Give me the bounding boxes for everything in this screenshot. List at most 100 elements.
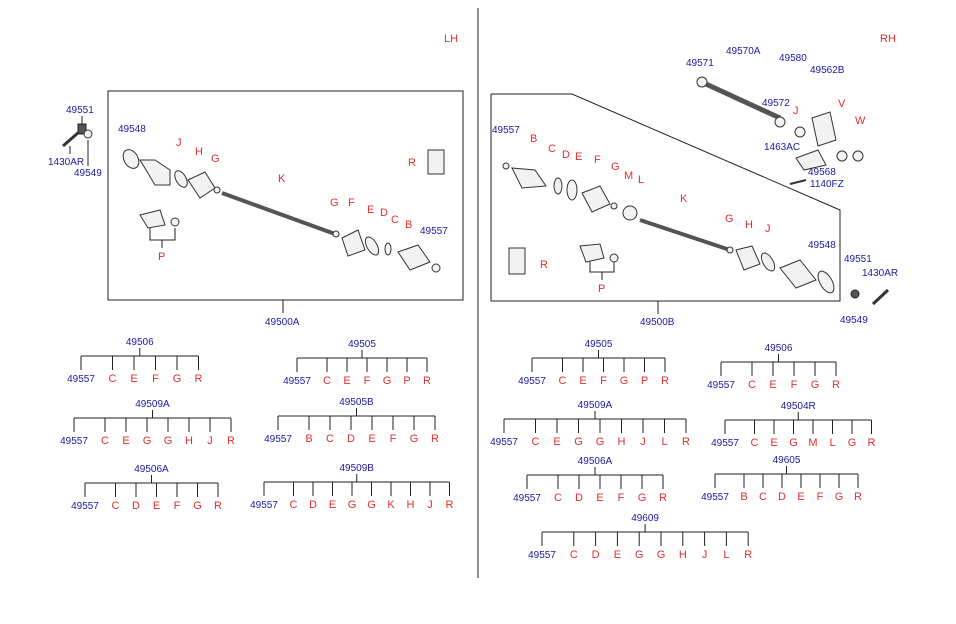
kit-item[interactable]: R: [431, 433, 439, 445]
kit-item[interactable]: F: [174, 500, 181, 512]
kit-item[interactable]: R: [682, 436, 690, 448]
kit-item[interactable]: G: [848, 437, 857, 449]
kit-item[interactable]: 49557: [518, 376, 546, 387]
kit-item[interactable]: E: [153, 500, 160, 512]
kit-item[interactable]: G: [383, 375, 392, 387]
kit-item[interactable]: C: [570, 549, 578, 561]
kit-item[interactable]: G: [143, 435, 152, 447]
lh-callout-E[interactable]: E: [367, 204, 374, 216]
rh-ext-W[interactable]: W: [855, 115, 866, 127]
kit-item[interactable]: G: [193, 500, 202, 512]
rh-callout-P[interactable]: P: [598, 283, 605, 295]
kit-item[interactable]: P: [641, 375, 648, 387]
kit-item[interactable]: L: [723, 549, 729, 561]
rh-ext-49571[interactable]: 49571: [686, 58, 714, 69]
kit-item[interactable]: E: [122, 435, 129, 447]
rh-ext-J[interactable]: J: [793, 105, 799, 117]
kit-item[interactable]: 49557: [264, 434, 292, 445]
kit-item[interactable]: E: [596, 492, 603, 504]
kit-item[interactable]: G: [596, 436, 605, 448]
kit-item[interactable]: D: [778, 491, 786, 503]
kit-item[interactable]: G: [638, 492, 647, 504]
kit-number[interactable]: 49506: [765, 343, 793, 354]
kit-item[interactable]: R: [214, 500, 222, 512]
rh-callout-M[interactable]: M: [624, 170, 633, 182]
kit-item[interactable]: 49557: [490, 437, 518, 448]
rh-ext-1463AC[interactable]: 1463AC: [764, 142, 800, 153]
kit-item[interactable]: L: [661, 436, 667, 448]
rh-ext-49568[interactable]: 49568: [808, 167, 836, 178]
kit-number[interactable]: 49505: [585, 339, 613, 350]
kit-item[interactable]: F: [600, 375, 607, 387]
kit-item[interactable]: E: [769, 379, 776, 391]
kit-item[interactable]: G: [811, 379, 820, 391]
rh-assembly-number[interactable]: 49500B: [640, 317, 675, 328]
kit-item[interactable]: 49557: [707, 380, 735, 391]
kit-item[interactable]: 49557: [711, 438, 739, 449]
lh-callout-J[interactable]: J: [176, 137, 182, 149]
lh-callout-H[interactable]: H: [195, 146, 203, 158]
rh-ext-49570A[interactable]: 49570A: [726, 46, 761, 57]
lh-callout-G2[interactable]: G: [330, 197, 339, 209]
kit-item[interactable]: J: [702, 549, 708, 561]
kit-item[interactable]: F: [152, 373, 159, 385]
rh-callout-E[interactable]: E: [575, 151, 582, 163]
rh-callout-G2[interactable]: G: [725, 213, 734, 225]
kit-item[interactable]: E: [614, 549, 621, 561]
rh-callout-H[interactable]: H: [745, 219, 753, 231]
lh-ext-1430AR[interactable]: 1430AR: [48, 157, 84, 168]
rh-ext-1140FZ[interactable]: 1140FZ: [810, 179, 844, 190]
kit-item[interactable]: D: [309, 499, 317, 511]
lh-callout-49548[interactable]: 49548: [118, 124, 146, 135]
rh-ext-V[interactable]: V: [838, 98, 846, 110]
lh-ext-49549[interactable]: 49549: [74, 168, 102, 179]
kit-item[interactable]: G: [620, 375, 629, 387]
kit-item[interactable]: 49557: [283, 376, 311, 387]
kit-item[interactable]: B: [305, 433, 312, 445]
lh-callout-D[interactable]: D: [380, 207, 388, 219]
kit-item[interactable]: E: [368, 433, 375, 445]
kit-item[interactable]: L: [829, 437, 835, 449]
rh-callout-G1[interactable]: G: [611, 161, 620, 173]
kit-item[interactable]: 49557: [528, 550, 556, 561]
kit-item[interactable]: 49557: [71, 501, 99, 512]
kit-item[interactable]: R: [744, 549, 752, 561]
kit-item[interactable]: F: [817, 491, 824, 503]
kit-item[interactable]: R: [659, 492, 667, 504]
kit-item[interactable]: G: [367, 499, 376, 511]
rh-ext-49580[interactable]: 49580: [779, 53, 807, 64]
rh-callout-J[interactable]: J: [765, 223, 771, 235]
kit-item[interactable]: F: [390, 433, 397, 445]
kit-item[interactable]: D: [575, 492, 583, 504]
kit-item[interactable]: C: [559, 375, 567, 387]
kit-number[interactable]: 49505B: [339, 397, 374, 408]
kit-number[interactable]: 49509B: [340, 463, 375, 474]
kit-item[interactable]: G: [574, 436, 583, 448]
rh-ext-49549[interactable]: 49549: [840, 315, 868, 326]
lh-callout-K[interactable]: K: [278, 173, 286, 185]
rh-callout-49557[interactable]: 49557: [492, 125, 520, 136]
kit-item[interactable]: F: [618, 492, 625, 504]
rh-callout-49548[interactable]: 49548: [808, 240, 836, 251]
kit-item[interactable]: C: [759, 491, 767, 503]
kit-item[interactable]: C: [748, 379, 756, 391]
lh-callout-R[interactable]: R: [408, 157, 416, 169]
kit-number[interactable]: 49605: [773, 455, 801, 466]
kit-item[interactable]: R: [868, 437, 876, 449]
lh-callout-B[interactable]: B: [405, 219, 412, 231]
kit-item[interactable]: R: [227, 435, 235, 447]
kit-number[interactable]: 49509A: [578, 400, 613, 411]
kit-number[interactable]: 49506A: [134, 464, 169, 475]
kit-item[interactable]: E: [130, 373, 137, 385]
kit-number[interactable]: 49506: [126, 337, 154, 348]
lh-callout-P[interactable]: P: [158, 251, 165, 263]
kit-item[interactable]: G: [635, 549, 644, 561]
kit-item[interactable]: C: [112, 500, 120, 512]
kit-item[interactable]: C: [751, 437, 759, 449]
kit-item[interactable]: G: [789, 437, 798, 449]
kit-item[interactable]: E: [797, 491, 804, 503]
kit-item[interactable]: H: [407, 499, 415, 511]
kit-item[interactable]: 49557: [250, 500, 278, 511]
kit-item[interactable]: G: [173, 373, 182, 385]
kit-item[interactable]: F: [364, 375, 371, 387]
